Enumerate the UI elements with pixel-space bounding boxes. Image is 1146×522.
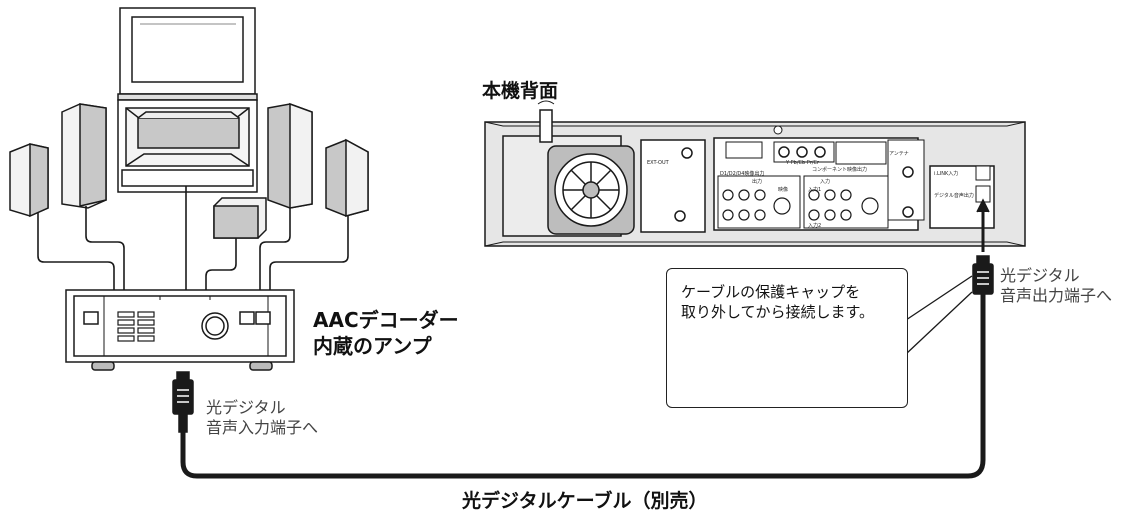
output-label-line2: 音声出力端子へ [1000, 286, 1113, 305]
input-label-line2: 音声入力端子へ [206, 418, 319, 437]
speaker-right-front [267, 102, 313, 209]
output-section-label: 出力 [752, 179, 763, 185]
rear-panel-title: 本機背面 [482, 80, 559, 102]
optical-cable [180, 294, 986, 479]
component-out-label: コンポーネント映像出力 [812, 167, 868, 173]
cap-removal-callout: ケーブルの保護キャップを 取り外してから接続します。 [666, 268, 908, 408]
antenna-label: アンテナ [889, 151, 909, 157]
output-optical-plug [972, 198, 994, 295]
aac-amplifier [65, 289, 295, 371]
speaker-left-rear [9, 143, 49, 218]
tv [117, 7, 258, 101]
ext-out-label: EXT-OUT [647, 160, 669, 166]
speaker-right-rear [325, 138, 369, 217]
callout-pointer [905, 275, 973, 355]
input-section-label: 入力 [820, 179, 831, 185]
component-jack-labels: Y Pb/Cb Pr/Cr [786, 160, 819, 166]
callout-line2: 取り外してから接続します。 [681, 303, 875, 321]
callout-line1: ケーブルの保護キャップを [681, 283, 861, 301]
recorder-rear-panel [484, 100, 1026, 247]
input-1-label: 入力1 [808, 187, 822, 193]
digital-audio-out-label: デジタル音声出力 [934, 193, 974, 199]
ilink-label: i.LINK入力 [934, 171, 959, 177]
center-speaker-top [137, 111, 240, 149]
subwoofer-center [213, 197, 267, 239]
output-label-line1: 光デジタル [1000, 266, 1080, 285]
input-2-label: 入力2 [808, 223, 822, 229]
cable-caption: 光デジタルケーブル（別売） [462, 490, 708, 512]
input-label-line1: 光デジタル [206, 398, 286, 417]
speaker-wires [37, 186, 349, 290]
amp-label-line2: 内蔵のアンプ [313, 334, 432, 358]
video-label: 映像 [778, 187, 789, 193]
input-optical-plug [172, 371, 194, 433]
d1-out-label: D1/D2/D4映像出力 [720, 171, 765, 177]
speaker-left-front [61, 103, 107, 209]
amp-label-line1: AACデコーダー [313, 308, 459, 332]
